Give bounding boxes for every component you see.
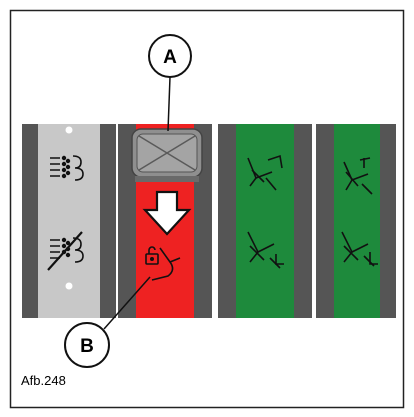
- switch-locked-red[interactable]: [118, 124, 212, 318]
- seat-recline-icon: [247, 231, 284, 269]
- defrost-airflow-icon: [50, 155, 84, 181]
- seat-front-up-icon: [343, 157, 373, 195]
- indicator-dot-bottom: [65, 282, 73, 290]
- figure-caption: Afb.248: [21, 373, 66, 388]
- indicator-dot-top: [65, 126, 73, 134]
- switch-cover[interactable]: [131, 128, 203, 182]
- callout-b: B: [64, 276, 151, 368]
- switch-defrost[interactable]: [22, 124, 116, 318]
- push-down-arrow-icon: [142, 190, 192, 236]
- seat-front-down-icon: [341, 231, 378, 267]
- callout-b-letter: B: [80, 336, 94, 357]
- lock-cover-icon: [145, 246, 181, 281]
- switch-seat-tilt[interactable]: [218, 124, 312, 318]
- callout-a: A: [148, 34, 192, 132]
- callout-a-letter: A: [163, 47, 177, 68]
- seat-up-icon: [247, 154, 283, 191]
- defrost-off-icon: [47, 231, 84, 271]
- switch-seat-front[interactable]: [316, 124, 396, 318]
